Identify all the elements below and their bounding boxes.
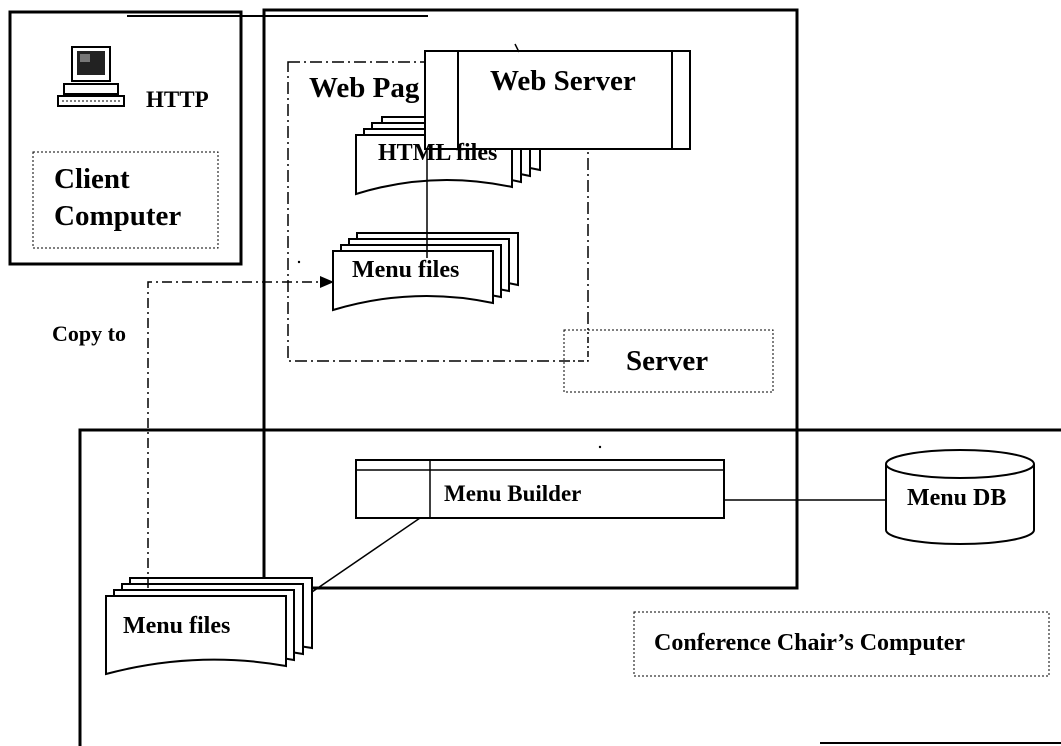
- client-label-line2: Computer: [54, 200, 182, 232]
- speck: [297, 260, 301, 264]
- client-label-box: [32, 151, 219, 249]
- client-label-line1: Client: [54, 163, 130, 195]
- chair-menu-files-stack: [105, 577, 313, 676]
- copy-to-label: Copy to: [52, 321, 126, 346]
- chair-menu-files-label: Menu files: [123, 613, 231, 639]
- menu-builder-box: [355, 459, 725, 519]
- html-files-label: HTML files: [378, 140, 498, 166]
- http-label: HTTP: [146, 87, 209, 112]
- chair-label-box: [633, 611, 1050, 677]
- server-menu-files-stack: [332, 232, 519, 312]
- web-server-label: Web Server: [490, 65, 636, 97]
- copy-to-arrowhead: [320, 276, 334, 288]
- server-label: Server: [626, 345, 709, 377]
- chair-computer-box: [78, 428, 1061, 746]
- builder-to-menu-files-line: [311, 517, 421, 593]
- web-pages-label: Web Pag: [309, 72, 420, 104]
- client-computer-box: [8, 10, 243, 266]
- web-server-tick: [514, 43, 520, 53]
- server-label-box: [563, 329, 774, 393]
- menu-builder-label: Menu Builder: [444, 481, 582, 506]
- web-pages-region-corner: [564, 330, 589, 362]
- menu-db-label: Menu DB: [907, 485, 1007, 511]
- copy-to-path: [147, 281, 324, 588]
- server-menu-files-label: Menu files: [352, 257, 460, 283]
- web-server-box: [424, 50, 691, 150]
- chair-label: Conference Chair’s Computer: [654, 630, 966, 656]
- menu-db-cylinder: [885, 449, 1035, 545]
- computer-icon: [57, 46, 125, 107]
- speck: [598, 445, 602, 449]
- server-box: [262, 8, 799, 590]
